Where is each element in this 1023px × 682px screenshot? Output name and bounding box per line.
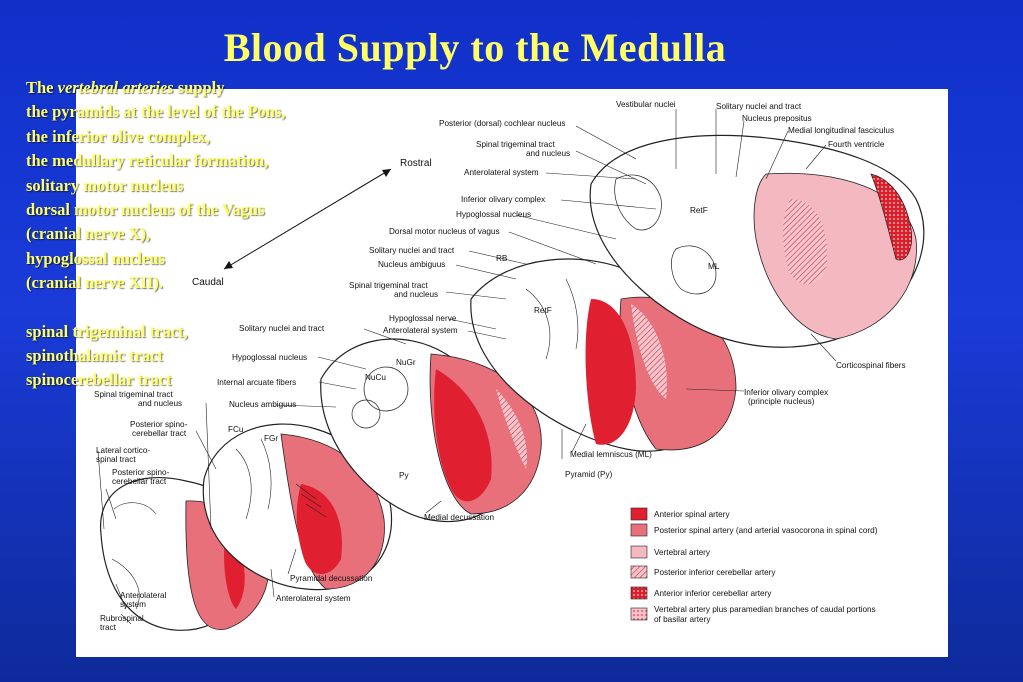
label-inferior-olivary-2b: (principle nucleus): [748, 397, 815, 406]
caudal-label: Caudal: [192, 277, 224, 288]
label-anterolateral-1: Anterolateral system: [464, 168, 539, 177]
label-nucleus-ambiguus-2: Nucleus ambiguus: [229, 400, 296, 409]
text-line: spinal trigeminal tract,: [26, 321, 188, 341]
label-solitary-2: Solitary nuclei and tract: [369, 246, 455, 255]
diagram-labels: Vestibular nuclei Solitary nuclei and tr…: [94, 100, 906, 632]
label-hypoglossal-nerve: Hypoglossal nerve: [389, 314, 457, 323]
legend-swatch-vertebral: [630, 545, 648, 559]
text-line: (cranial nerve X),: [26, 224, 151, 244]
label-nugr: NuGr: [396, 358, 416, 367]
label-medial-decussation: Medial decussation: [424, 513, 495, 522]
leader-lines: [97, 109, 837, 625]
legend-swatch-pica: [630, 565, 648, 579]
text-line: the medullary reticular formation,: [26, 151, 269, 171]
label-solitary-3: Solitary nuclei and tract: [239, 324, 325, 333]
section-mid-medulla: [320, 338, 542, 523]
legend-swatch-aica: [630, 586, 648, 600]
label-medial-lemniscus: Medial lemniscus (ML): [570, 450, 652, 459]
label-py: Py: [399, 471, 409, 480]
intro-italic: vertebral arteries: [57, 78, 174, 97]
legend-label-vertebral: Vertebral artery: [654, 548, 711, 557]
legend-label-anterior-spinal: Anterior spinal artery: [654, 510, 730, 519]
label-corticospinal: Corticospinal fibers: [836, 361, 906, 370]
intro-prefix: The: [26, 78, 58, 97]
text-line: spinocerebellar tract: [26, 370, 172, 390]
medulla-diagram: Rostral Caudal: [76, 89, 948, 657]
legend-swatch-posterior-spinal: [630, 523, 648, 537]
label-nucleus-ambiguus-1: Nucleus ambiguus: [378, 260, 445, 269]
label-posterior-cochlear: Posterior (dorsal) cochlear nucleus: [439, 119, 566, 128]
vertebral-artery-text: The vertebral arteries supply the pyrami…: [26, 76, 366, 393]
label-fgr: FGr: [264, 434, 278, 443]
intro-line: The vertebral arteries supply: [26, 76, 366, 100]
label-spinal-trig-2b: and nucleus: [394, 290, 438, 299]
section-caudal-medulla: [202, 423, 393, 591]
label-anterolateral-2: Anterolateral system: [383, 326, 458, 335]
label-lateral-cortico-b: spinal tract: [96, 455, 136, 464]
intro-suffix: supply: [173, 78, 225, 97]
text-line: hypoglossal nucleus: [26, 248, 165, 268]
orientation-arrow: Rostral Caudal: [192, 158, 432, 288]
label-posterior-spino-2a: Posterior spino-: [112, 468, 170, 477]
label-anterolateral-4: Anterolateral system: [276, 594, 351, 603]
label-hypoglossal-2: Hypoglossal nucleus: [232, 353, 307, 362]
label-nucleus-prepositus: Nucleus prepositus: [742, 114, 812, 123]
label-pyramidal-decussation: Pyramidal decussation: [290, 574, 373, 583]
label-pyramid: Pyramid (Py): [565, 470, 613, 479]
legend-swatch-basilar: [630, 607, 648, 621]
label-spinal-trig-1a: Spinal trigeminal tract: [476, 140, 555, 149]
section-rostral-medulla: [589, 134, 925, 348]
label-spinal-trig-3a: Spinal trigeminal tract: [94, 390, 173, 399]
legend-label-basilar-2: of basilar artery: [654, 615, 711, 624]
text-line: the pyramids at the level of the Pons,: [26, 102, 286, 122]
label-rubrospinal-a: Rubrospinal: [100, 614, 144, 623]
text-line: the inferior olive complex,: [26, 126, 210, 146]
label-spinal-trig-1b: and nucleus: [526, 149, 570, 158]
label-dorsal-motor-vagus: Dorsal motor nucleus of vagus: [389, 227, 500, 236]
label-vestibular-nuclei: Vestibular nuclei: [616, 100, 676, 109]
label-hypoglossal-1: Hypoglossal nucleus: [456, 210, 531, 219]
label-inferior-olivary: Inferior olivary complex: [461, 195, 545, 204]
label-solitary-top: Solitary nuclei and tract: [716, 102, 802, 111]
text-line: solitary motor nucleus: [26, 175, 184, 195]
page-title: Blood Supply to the Medulla: [223, 25, 727, 70]
label-retf-2: RetF: [534, 306, 552, 315]
label-lateral-cortico-a: Lateral cortico-: [96, 446, 150, 455]
label-nucu: NuCu: [365, 373, 386, 382]
label-rubrospinal-b: tract: [100, 623, 117, 632]
label-fourth-ventricle: Fourth ventricle: [828, 140, 885, 149]
label-anterolateral-3a: Anterolateral: [120, 591, 167, 600]
label-posterior-spino-1b: cerebellar tract: [132, 429, 187, 438]
label-mlf: Medial longitudinal fasciculus: [788, 126, 894, 135]
text-line: spinothalamic tract: [26, 346, 164, 366]
rostral-label: Rostral: [400, 158, 432, 169]
label-fcu: FCu: [228, 425, 244, 434]
text-line: dorsal motor nucleus of the Vagus: [26, 200, 265, 220]
legend-label-basilar: Vertebral artery plus paramedian branche…: [654, 605, 876, 614]
label-inferior-olivary-2a: Inferior olivary complex: [744, 388, 828, 397]
label-internal-arcuate: Internal arcuate fibers: [217, 378, 296, 387]
legend-swatch-anterior-spinal: [630, 507, 648, 521]
text-line: (cranial nerve XII).: [26, 273, 164, 293]
legend-label-aica: Anterior inferior cerebellar artery: [654, 589, 772, 598]
legend-label-pica: Posterior inferior cerebellar artery: [654, 568, 776, 577]
label-spinal-trig-2a: Spinal trigeminal tract: [349, 281, 428, 290]
label-rb: RB: [496, 254, 508, 263]
label-posterior-spino-2b: cerebellar tract: [112, 477, 167, 486]
medulla-diagram-svg: Rostral Caudal: [94, 100, 925, 632]
legend: Anterior spinal artery Posterior spinal …: [630, 507, 878, 624]
label-posterior-spino-1a: Posterior spino-: [130, 420, 188, 429]
label-anterolateral-3b: system: [120, 600, 146, 609]
label-ml: ML: [708, 262, 720, 271]
section-olive-level: [470, 258, 737, 452]
label-retf-1: RetF: [690, 206, 708, 215]
legend-label-posterior-spinal: Posterior spinal artery (and arterial va…: [654, 526, 878, 535]
spacer: [26, 296, 366, 320]
label-spinal-trig-3b: and nucleus: [138, 399, 182, 408]
